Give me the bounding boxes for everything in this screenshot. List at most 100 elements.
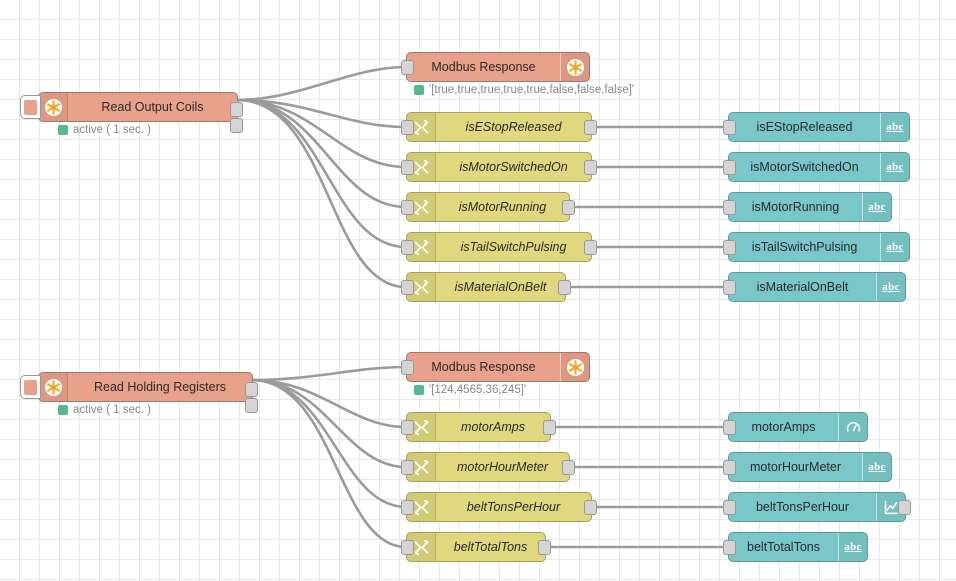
inject-trigger-button[interactable] [20,375,41,399]
dashboard-gauge-node-motoramps[interactable]: motorAmps [723,412,868,442]
change-node-ismotorrunning[interactable]: isMotorRunning [401,192,575,222]
wire-registers-to-change-3 [250,378,408,549]
output-port[interactable] [538,540,551,555]
input-port[interactable] [401,540,414,555]
wire-coils-to-change-4 [235,98,408,289]
node-label: beltTonsPerHour [466,500,561,514]
abc-text-icon: abc [862,193,891,221]
modbus-response-node-registers[interactable]: Modbus Response [401,352,590,382]
input-port[interactable] [401,200,414,215]
abc-text-icon: abc [880,113,909,141]
input-port[interactable] [401,360,414,375]
output-port-2[interactable] [230,118,243,133]
dashboard-text-node-ismotorswitchedon[interactable]: isMotorSwitchedOn abc [723,152,910,182]
output-port[interactable] [543,420,556,435]
node-label: isTailSwitchPulsing [460,240,567,254]
node-label: isMotorRunning [751,200,840,214]
input-port[interactable] [401,160,414,175]
input-port[interactable] [723,500,736,515]
node-label: beltTotalTons [747,540,820,554]
dashboard-text-node-isestoptreleased[interactable]: isEStopReleased abc [723,112,910,142]
modbus-asterisk-icon [560,353,589,381]
input-port[interactable] [723,240,736,255]
dashboard-text-node-ismotorrunning[interactable]: isMotorRunning abc [723,192,892,222]
inject-node-read-holding-registers[interactable]: Read Holding Registers [20,372,258,413]
inject-node-read-output-coils[interactable]: Read Output Coils [20,92,243,133]
input-port[interactable] [723,420,736,435]
node-label: isTailSwitchPulsing [751,240,858,254]
output-port[interactable] [584,240,597,255]
status-dot [58,405,68,415]
input-port[interactable] [723,160,736,175]
input-port[interactable] [723,280,736,295]
node-label: Read Output Coils [101,100,204,114]
status-text: active ( 1 sec. ) [73,124,151,136]
change-node-belttonsperhour[interactable]: beltTonsPerHour [401,492,597,522]
input-port[interactable] [723,460,736,475]
change-node-motoramps[interactable]: motorAmps [401,412,556,442]
node-label: motorAmps [461,420,525,434]
input-port[interactable] [401,60,414,75]
input-port[interactable] [401,500,414,515]
wire-coils-to-change-3 [235,98,408,249]
modbus-response-node-coils[interactable]: Modbus Response [401,52,590,82]
wire-registers-to-change-2 [250,378,408,509]
status-text: '[true,true,true,true,true,false,false,f… [429,84,635,96]
output-port-2[interactable] [245,398,258,413]
wire-registers-to-change-0 [250,378,408,429]
input-port[interactable] [723,540,736,555]
dashboard-text-node-ismaterialonbelt[interactable]: isMaterialOnBelt abc [723,272,906,302]
status-dot [58,125,68,135]
node-status-modbus-response-registers: '[124,4565,36,245]' [414,384,526,396]
wire-coils-to-change-2 [235,98,408,209]
input-port[interactable] [723,200,736,215]
input-port[interactable] [401,420,414,435]
output-port[interactable] [584,500,597,515]
modbus-asterisk-icon [560,53,589,81]
node-label: isMotorSwitchedOn [750,160,859,174]
node-status-read-holding-registers: active ( 1 sec. ) [58,404,151,416]
gauge-icon [838,413,867,441]
change-node-ismaterialonbelt[interactable]: isMaterialOnBelt [401,272,571,302]
node-status-modbus-response-coils: '[true,true,true,true,true,false,false,f… [414,84,634,96]
dashboard-text-node-belttotaltons[interactable]: beltTotalTons abc [723,532,868,562]
input-port[interactable] [401,460,414,475]
change-node-ismotorswitchedon[interactable]: isMotorSwitchedOn [401,152,597,182]
output-port[interactable] [562,200,575,215]
input-port[interactable] [401,280,414,295]
wire-coils-to-change-0 [235,98,408,129]
output-port-1[interactable] [230,102,243,117]
wire-registers-to-change-1 [250,378,408,469]
input-port[interactable] [401,120,414,135]
abc-text-icon: abc [838,533,867,561]
dashboard-chart-node-belttonsperhour[interactable]: beltTonsPerHour [723,492,911,522]
change-node-isestoptreleased[interactable]: isEStopReleased [401,112,597,142]
node-label: beltTotalTons [453,540,528,554]
wire-coils-to-change-1 [235,98,408,169]
modbus-asterisk-icon [39,93,68,121]
output-port[interactable] [898,500,911,515]
abc-text-icon: abc [876,273,905,301]
node-label: Modbus Response [431,360,536,374]
wire-registers-to-response [250,365,408,382]
change-node-istailswitchpulsing[interactable]: isTailSwitchPulsing [401,232,597,262]
node-label: isMotorRunning [458,200,547,214]
node-label: motorHourMeter [457,460,548,474]
output-port[interactable] [584,160,597,175]
change-node-motorhourmeter[interactable]: motorHourMeter [401,452,575,482]
dashboard-text-node-motorhourmeter[interactable]: motorHourMeter abc [723,452,892,482]
inject-trigger-button[interactable] [20,95,41,119]
node-label: isMaterialOnBelt [454,280,547,294]
output-port[interactable] [558,280,571,295]
output-port-1[interactable] [245,382,258,397]
dashboard-text-node-istailswitchpulsing[interactable]: isTailSwitchPulsing abc [723,232,910,262]
output-port[interactable] [584,120,597,135]
input-port[interactable] [723,120,736,135]
change-node-belttotaltons[interactable]: beltTotalTons [401,532,551,562]
node-label: isEStopReleased [756,120,853,134]
input-port[interactable] [401,240,414,255]
output-port[interactable] [562,460,575,475]
node-label: beltTonsPerHour [755,500,850,514]
status-dot [414,85,424,95]
